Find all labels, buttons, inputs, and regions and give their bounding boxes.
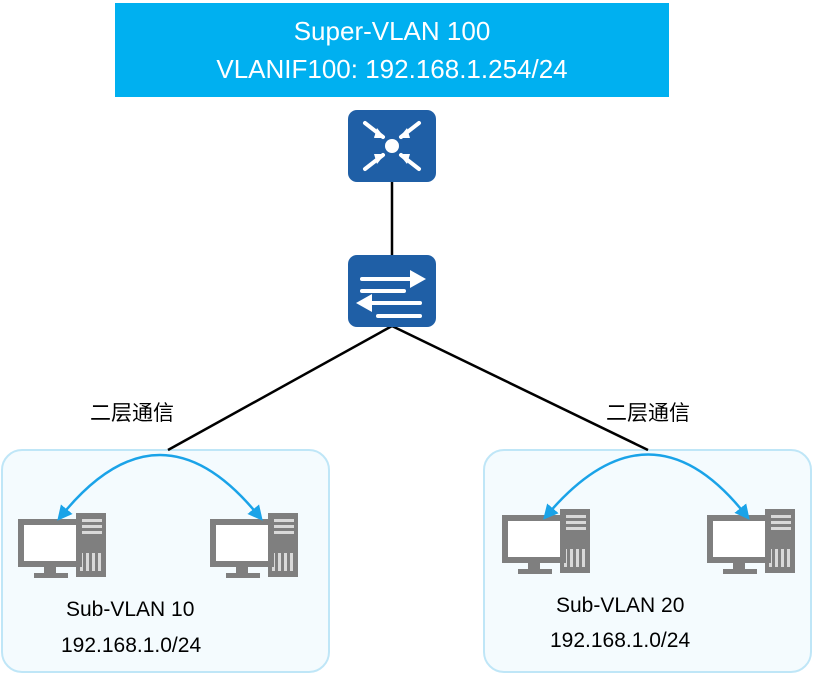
l2-communication-arrow-left [57,453,263,521]
switch-icon[interactable] [348,255,436,327]
link-label-right: 二层通信 [606,402,690,425]
sub-vlan-10-subnet: 192.168.1.0/24 [61,634,202,657]
sub-vlan-10-name: Sub-VLAN 10 [66,598,195,621]
vlanif-address: VLANIF100: 192.168.1.254/24 [216,54,568,84]
l2-communication-arrow-right [543,453,750,520]
link-label-left: 二层通信 [90,402,174,425]
link-switch-left-group [167,324,393,452]
super-vlan-banner: Super-VLAN 100 VLANIF100: 192.168.1.254/… [115,3,669,97]
link-switch-right-group [391,324,649,452]
super-vlan-title: Super-VLAN 100 [293,16,491,46]
sub-vlan-20-name: Sub-VLAN 20 [556,594,685,617]
sub-vlan-20-subnet: 192.168.1.0/24 [550,629,691,652]
router-icon[interactable] [348,110,436,182]
